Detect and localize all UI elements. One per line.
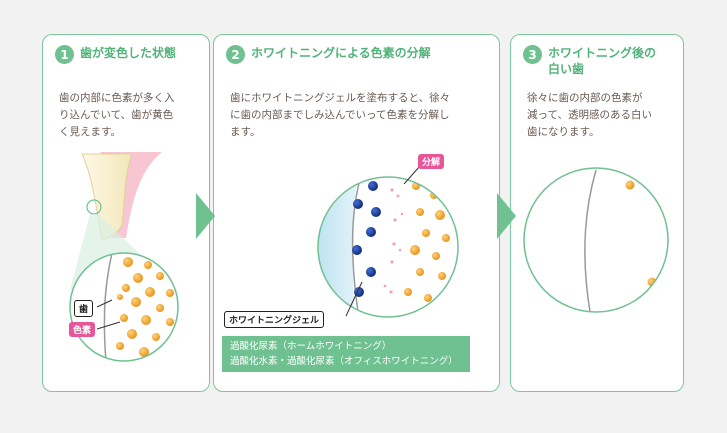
step-2-desc-line: に歯の内部までしみ込んでいって色素を分解し xyxy=(230,109,450,121)
step-1-header: 1 歯が変色した状態 xyxy=(55,45,176,64)
step-3-title-line: ホワイトニング後の xyxy=(548,46,657,60)
step-3-desc-line: 歯になります。 xyxy=(527,126,600,138)
zoom-circle-whitening xyxy=(317,165,459,318)
zoom-circle-before xyxy=(69,252,179,362)
step-1-desc-line: 歯の内部に色素が多く入 xyxy=(59,92,175,104)
step-2-description: 歯にホワイトニングジェルを塗布すると、徐々 に歯の内部までしみ込んでいって色素を… xyxy=(230,90,450,141)
step-3-title: ホワイトニング後の 白い歯 xyxy=(548,45,656,77)
step-1-desc-line: り込んでいて、歯が黄色 xyxy=(59,109,174,121)
step-3-desc-line: 減って、透明感のある白い xyxy=(527,109,652,121)
step-3-desc-line: 徐々に歯の内部の色素が xyxy=(527,92,643,104)
step-1-title: 歯が変色した状態 xyxy=(80,46,177,60)
step-1-description: 歯の内部に色素が多く入 り込んでいて、歯が黄色 く見えます。 xyxy=(59,90,175,141)
agent-line-home: 過酸化尿素（ホームホワイトニング） xyxy=(230,341,392,352)
step-3-number: 3 xyxy=(523,45,542,64)
step-3-header: 3 ホワイトニング後の 白い歯 xyxy=(523,45,656,77)
step-2-header: 2 ホワイトニングによる色素の分解 xyxy=(226,45,431,64)
decompose-label: 分解 xyxy=(418,154,445,169)
flow-arrow-2 xyxy=(497,193,516,239)
step-2-title: ホワイトニングによる色素の分解 xyxy=(251,46,431,60)
whitening-gel-label: ホワイトニングジェル xyxy=(224,311,325,328)
zoom-circle-after xyxy=(523,167,669,313)
step-1-number: 1 xyxy=(55,45,74,64)
step-3-description: 徐々に歯の内部の色素が 減って、透明感のある白い 歯になります。 xyxy=(527,90,652,141)
whitening-agents-box: 過酸化尿素（ホームホワイトニング） 過酸化水素・過酸化尿素（オフィスホワイトニン… xyxy=(222,336,470,372)
flow-arrow-1 xyxy=(196,193,215,239)
pigment-label: 色素 xyxy=(69,322,96,337)
agent-line-office: 過酸化水素・過酸化尿素（オフィスホワイトニング） xyxy=(230,356,458,367)
step-1-desc-line: く見えます。 xyxy=(59,126,121,138)
tooth-label: 歯 xyxy=(74,300,94,317)
step-3-title-line: 白い歯 xyxy=(548,62,585,76)
step-2-desc-line: 歯にホワイトニングジェルを塗布すると、徐々 xyxy=(230,92,451,104)
step-2-desc-line: ます。 xyxy=(230,126,261,138)
step-2-number: 2 xyxy=(226,45,245,64)
